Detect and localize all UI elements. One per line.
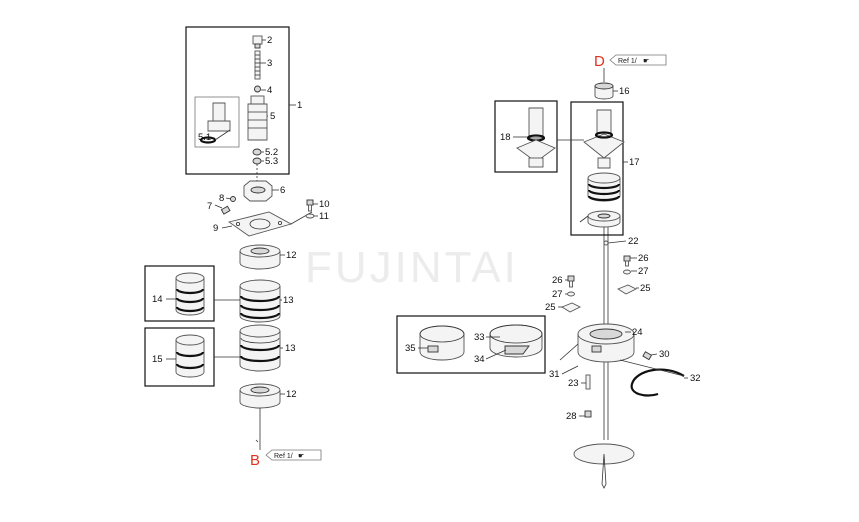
- label-6: 6: [280, 185, 285, 196]
- label-24: 24: [632, 327, 643, 338]
- label-8: 8: [219, 193, 224, 204]
- part-12-bearing-bottom: [239, 383, 285, 409]
- part-24-housing: [559, 323, 635, 363]
- label-30: 30: [659, 349, 670, 360]
- label-12-bottom: 12: [286, 389, 297, 400]
- label-28: 28: [566, 411, 577, 422]
- bottom-disc: [573, 443, 635, 489]
- label-31: 31: [549, 369, 560, 380]
- detail-box-18: [494, 100, 584, 173]
- label-27-right: 27: [638, 266, 649, 277]
- part-27-washer-right: [623, 269, 637, 275]
- label-15: 15: [152, 354, 163, 365]
- label-35: 35: [405, 343, 416, 354]
- label-26-right: 26: [638, 253, 649, 264]
- part-17-base-disc: [579, 210, 621, 228]
- label-18: 18: [500, 132, 511, 143]
- left-assembly: [144, 26, 318, 450]
- part-11-washer: [305, 213, 318, 219]
- detail-box-14: [144, 265, 240, 322]
- part-5-3-oring: [252, 157, 264, 165]
- detail-box-5-1: [194, 96, 240, 148]
- label-34: 34: [474, 354, 485, 365]
- part-30-fitting: [642, 351, 658, 361]
- detail-box-33-35: [396, 315, 546, 374]
- label-14: 14: [152, 294, 163, 305]
- part-5-2-oring: [252, 148, 264, 156]
- ref-callout-d[interactable]: D Ref 1/ ☛: [594, 53, 667, 70]
- part-5-valve-body: [247, 95, 268, 141]
- svg-text:Ref 1/: Ref 1/: [618, 58, 637, 65]
- part-26-screw-right: [623, 255, 637, 267]
- label-25-left: 25: [545, 302, 556, 313]
- label-23: 23: [568, 378, 579, 389]
- label-5-3: 5.3: [265, 156, 278, 167]
- part-labels: 2 3 4 1 5 5.1 5.2 5.3 6 8 7 9 10 11 12 1…: [152, 35, 701, 422]
- watermark: FUJINTAI: [305, 243, 519, 292]
- part-9-gasket: [221, 211, 313, 237]
- part-25-bracket-left: [558, 302, 582, 313]
- svg-text:Ref 1/: Ref 1/: [274, 453, 293, 460]
- label-17: 17: [629, 157, 640, 168]
- part-17-spindle: [583, 109, 625, 169]
- label-1: 1: [297, 100, 302, 111]
- ref-callout-b[interactable]: B Ref 1/ ☛: [250, 449, 322, 469]
- part-32-ring: [619, 359, 688, 397]
- group-box-part-1: [185, 26, 290, 175]
- part-13-stack-upper: [239, 279, 282, 323]
- label-9: 9: [213, 223, 218, 234]
- group-box-part-17: [570, 101, 624, 236]
- part-6-hex-nut: [243, 180, 279, 202]
- part-2-cap: [252, 35, 266, 49]
- label-10: 10: [319, 199, 330, 210]
- part-28-screw: [579, 410, 592, 418]
- label-5-1: 5.1: [198, 132, 211, 143]
- label-25-right: 25: [640, 283, 651, 294]
- part-4-ball: [254, 85, 266, 93]
- svg-text:B: B: [250, 452, 260, 469]
- part-17-springs: [587, 172, 621, 202]
- right-assembly: [396, 68, 688, 489]
- part-8-screw: [225, 196, 236, 202]
- label-26-left: 26: [552, 275, 563, 286]
- label-12-top: 12: [286, 250, 297, 261]
- part-7-pin: [214, 204, 231, 215]
- part-26-screw-left: [565, 275, 575, 288]
- detail-box-15: [144, 327, 240, 387]
- hand-pointer-icon: ☛: [643, 58, 649, 65]
- label-32: 32: [690, 373, 701, 384]
- part-27-washer-left: [565, 291, 575, 297]
- label-11: 11: [319, 211, 329, 222]
- part-25-bracket-right: [617, 284, 639, 295]
- part-23-bolt: [581, 374, 591, 390]
- label-4: 4: [267, 85, 272, 96]
- label-5-2: 5.2: [265, 147, 278, 158]
- hand-pointer-icon: ☛: [298, 453, 304, 460]
- label-33: 33: [474, 332, 485, 343]
- part-12-bearing-top: [239, 244, 285, 270]
- label-5: 5: [270, 111, 275, 122]
- label-7: 7: [207, 201, 212, 212]
- part-10-bolt: [306, 199, 318, 212]
- label-2: 2: [267, 35, 272, 46]
- label-13-lower: 13: [285, 343, 296, 354]
- label-27-left: 27: [552, 289, 563, 300]
- part-3-rod: [254, 50, 266, 80]
- part-13-stack-lower: [239, 324, 283, 372]
- label-16: 16: [619, 86, 630, 97]
- label-13-upper: 13: [283, 295, 294, 306]
- part-22-rod: [603, 240, 627, 246]
- label-3: 3: [267, 58, 272, 69]
- svg-text:D: D: [594, 53, 605, 70]
- label-22: 22: [628, 236, 639, 247]
- part-16-cap: [594, 82, 618, 100]
